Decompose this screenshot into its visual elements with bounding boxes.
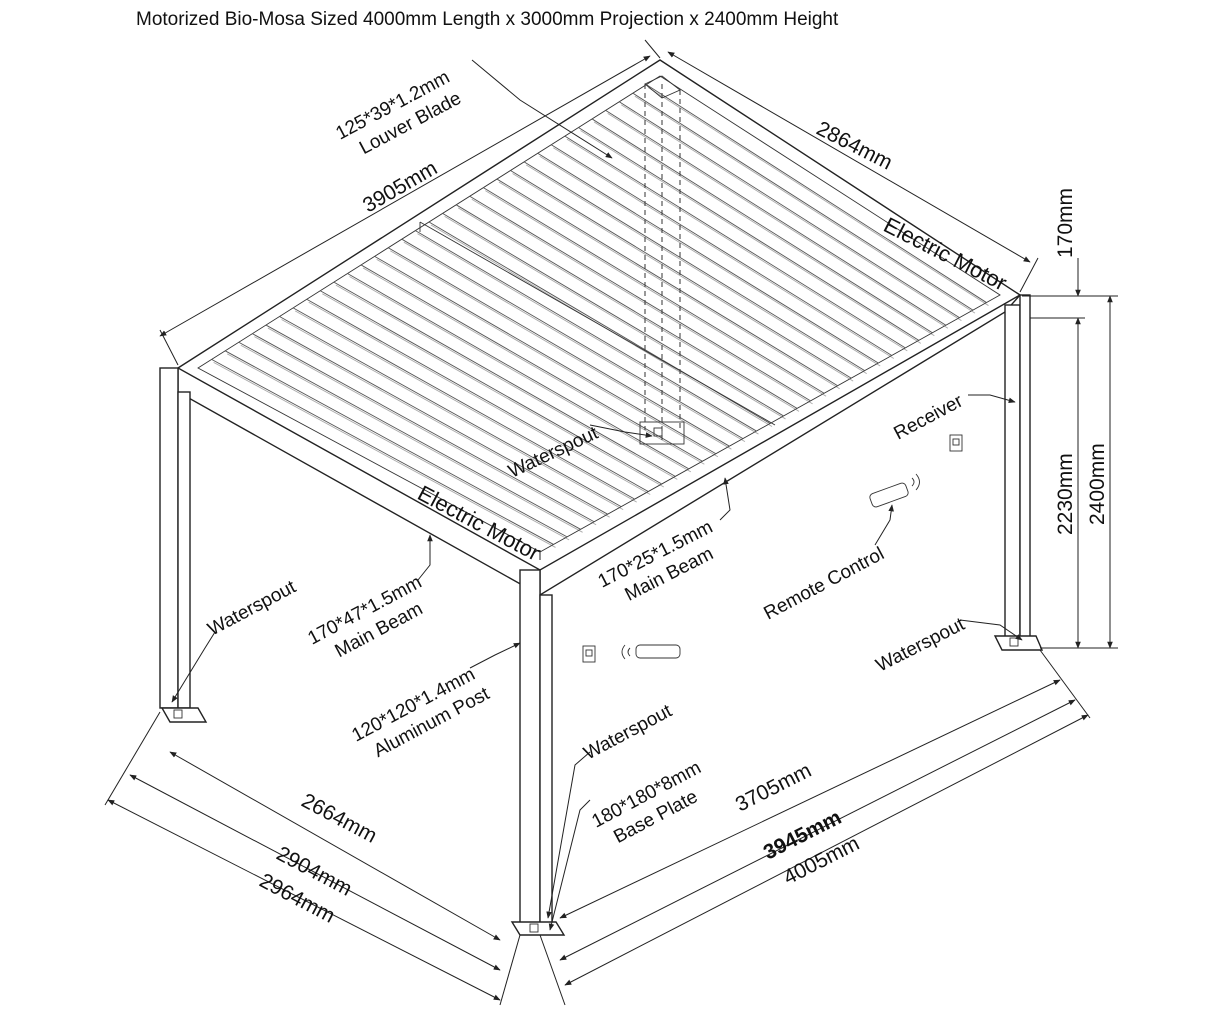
louver-slat-edge <box>267 327 610 518</box>
louver-slat-edge <box>620 104 962 322</box>
callout-labels: 125*39*1.2mm Louver Blade 3905mm 2864mm … <box>204 67 1109 928</box>
louver-slat <box>483 187 825 394</box>
louver-slat-edge <box>471 198 813 405</box>
louver-slat <box>211 359 554 545</box>
electric-motor-front-label: Electric Motor <box>414 480 544 565</box>
louver-slat <box>347 273 690 470</box>
louver-slat-edge <box>444 216 786 420</box>
louver-slat-edge <box>294 310 637 503</box>
louver-slat <box>388 247 730 447</box>
louver-slat-edge <box>240 344 583 533</box>
louver-slat <box>265 324 608 515</box>
louver-slat-edge <box>362 267 705 465</box>
receiver-device-2 <box>582 645 596 663</box>
dim-front-inner: 3705mm <box>732 759 815 817</box>
post-front <box>510 569 566 936</box>
dim-top-projection: 2864mm <box>813 117 896 175</box>
louver-slat-edge <box>525 164 867 374</box>
dimension-lines <box>104 39 1118 1006</box>
receiver-label: Receiver <box>890 390 967 444</box>
electric-motor-right-label: Electric Motor <box>880 212 1011 295</box>
louver-slat <box>320 290 662 485</box>
callout-leaders <box>171 59 1023 931</box>
remote-control-device-2 <box>621 644 681 660</box>
louver-slat <box>455 204 798 409</box>
hidden-back-post <box>639 75 685 445</box>
louver-slat-edge <box>457 207 800 412</box>
louver-slat <box>374 255 717 455</box>
louver-slat-edge <box>254 336 597 526</box>
louver-slat-edge <box>376 258 719 458</box>
louver-slat <box>618 101 960 319</box>
louver-slat-edge <box>226 353 570 541</box>
louver-slat <box>238 341 581 530</box>
louver-slat <box>469 195 811 402</box>
post-right <box>993 294 1044 651</box>
louver-slat-edge <box>213 362 556 548</box>
louver-slat <box>292 307 635 500</box>
louver-slat-edge <box>308 301 651 495</box>
remote-control-label: Remote Control <box>760 543 887 624</box>
louver-slat <box>537 152 879 364</box>
louver-slat <box>252 333 595 523</box>
dim-clear-height: 2230mm <box>1054 453 1077 535</box>
louver-slat <box>279 316 622 508</box>
roof <box>176 59 1022 596</box>
louver-slat <box>415 230 757 432</box>
louver-slat-edge <box>403 241 746 443</box>
louver-slat-edge <box>417 233 759 435</box>
dim-total-height: 2400mm <box>1086 443 1109 525</box>
waterspout-right-label: Waterspout <box>873 614 969 677</box>
louver-slat-edge <box>322 293 664 488</box>
remote-control-device <box>869 473 920 508</box>
louver-slat <box>360 264 703 462</box>
post-left <box>159 367 208 723</box>
louver-slat-edge <box>335 284 678 480</box>
louver-slat-edge <box>634 95 976 314</box>
waterspout-front-label: Waterspout <box>580 700 676 764</box>
louver-slat <box>401 238 744 440</box>
louver-slat-edge <box>281 319 624 511</box>
dim-left-inner: 2664mm <box>298 789 381 848</box>
louver-slat-edge <box>648 87 989 306</box>
louver-slat <box>224 350 568 538</box>
louver-slat <box>333 281 676 477</box>
louver-slat <box>306 298 649 492</box>
waterspout-left-label: Waterspout <box>204 576 300 640</box>
louver-slat <box>442 213 784 417</box>
dim-beam-height: 170mm <box>1054 188 1077 258</box>
receiver-device <box>949 434 963 452</box>
louver-slat <box>551 144 893 356</box>
louver-slat-edge <box>539 155 881 367</box>
diagram-title: Motorized Bio-Mosa Sized 4000mm Length x… <box>136 9 839 30</box>
